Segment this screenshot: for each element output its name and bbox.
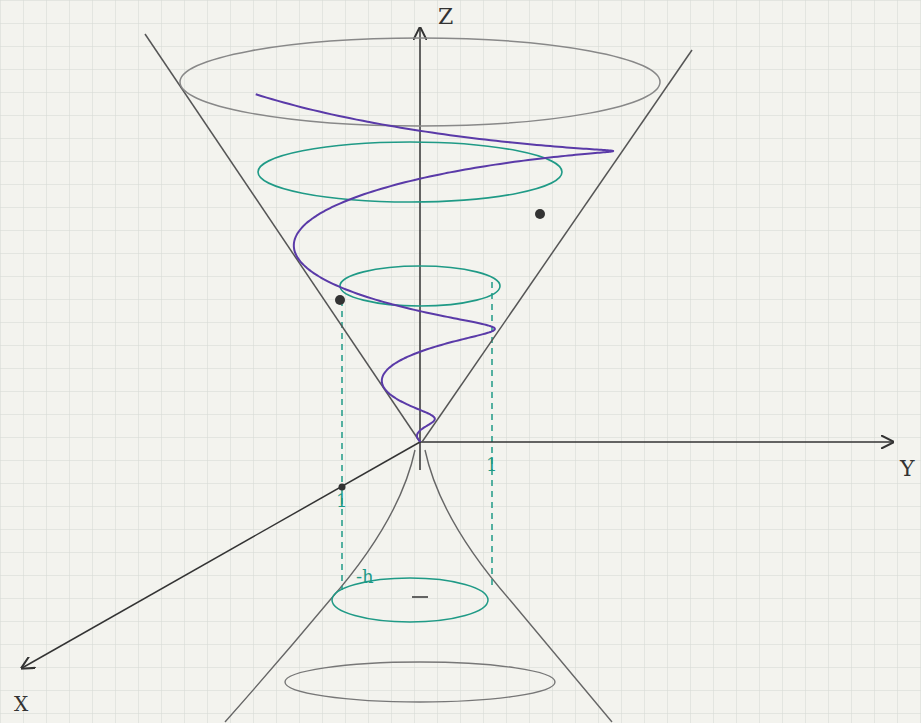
axes: [22, 28, 893, 668]
spiral-curve: [256, 94, 613, 442]
level-label: -h: [356, 568, 374, 586]
conical-spiral: [256, 94, 613, 442]
points: [335, 209, 545, 491]
axis-label: Z: [438, 6, 453, 28]
axis-label: X: [14, 694, 28, 714]
level-curves: [332, 282, 492, 622]
upper-cone: [145, 34, 692, 442]
axis-label: Y: [900, 458, 915, 480]
level-curves: [258, 142, 562, 306]
tick-label: 1: [486, 456, 497, 474]
tick-label: 1: [336, 492, 347, 510]
lower-sheet: [225, 450, 612, 722]
